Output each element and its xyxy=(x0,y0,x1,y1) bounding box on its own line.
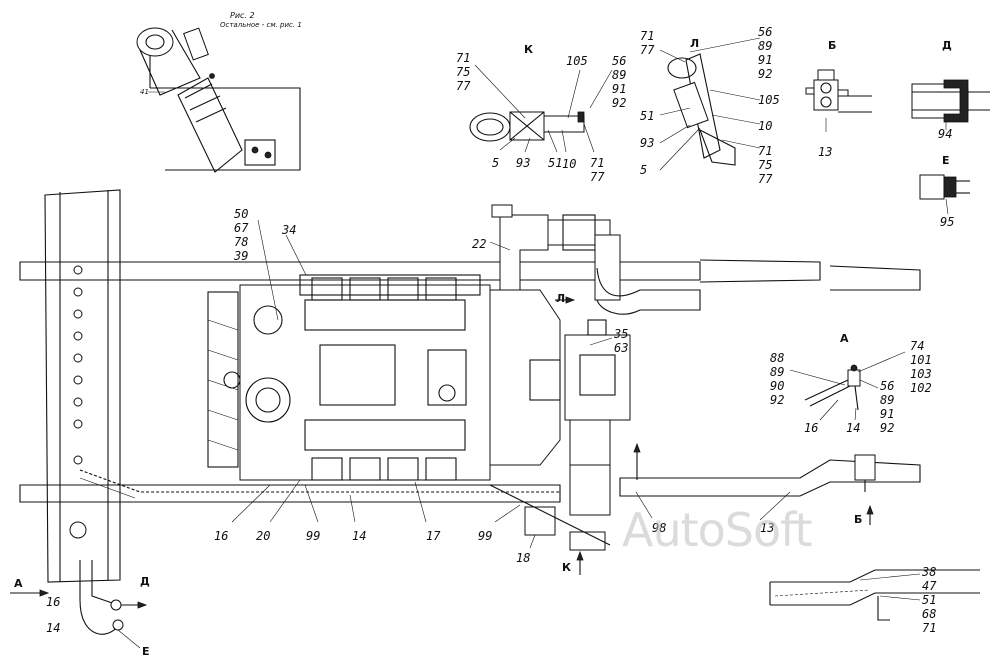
callout-label: 47 xyxy=(922,579,937,593)
callout-label: 95 xyxy=(940,215,955,229)
arrow-letter-k: К xyxy=(562,561,571,574)
callout-label: 18 xyxy=(516,551,531,565)
callout-label: 77 xyxy=(758,172,773,186)
letter-e: Е xyxy=(142,645,150,658)
callout-label: 16 xyxy=(46,595,61,609)
callout-label: 92 xyxy=(770,393,785,407)
callout-label: 71 xyxy=(640,29,655,43)
callout-label: 17 xyxy=(426,529,441,543)
callout-label: 71 xyxy=(456,51,471,65)
callout-label: 63 xyxy=(614,341,629,355)
letter-d: Д xyxy=(140,575,150,588)
callout-label: 88 xyxy=(770,351,785,365)
figure2-inset xyxy=(136,27,301,173)
view-b-detail xyxy=(805,69,872,132)
callout-label: 77 xyxy=(456,79,471,93)
callout-label: 5 xyxy=(640,163,648,177)
callout-label: 98 xyxy=(652,521,667,535)
callout-label: 10 xyxy=(562,157,577,171)
callout-label: 14 xyxy=(46,621,61,635)
view-l-detail xyxy=(659,37,761,171)
view-a-detail xyxy=(789,351,906,421)
callout-label: 90 xyxy=(770,379,785,393)
view-letter-d: Д xyxy=(942,39,952,52)
callout-label: 71 xyxy=(922,621,937,635)
chassis-main xyxy=(19,189,921,583)
callout-label: 71 xyxy=(590,156,605,170)
callout-label: 22 xyxy=(472,237,487,251)
callout-label: 51 xyxy=(640,109,655,123)
bumper-holes xyxy=(69,265,87,539)
callout-label: 14 xyxy=(352,529,367,543)
callout-label: 89 xyxy=(880,393,895,407)
callout-label: 13 xyxy=(760,521,775,535)
callout-label: 89 xyxy=(770,365,785,379)
callout-label: 77 xyxy=(640,43,655,57)
callout-label: 16 xyxy=(214,529,229,543)
callout-label: 99 xyxy=(478,529,493,543)
callout-label: 5 xyxy=(492,156,500,170)
view-letter-b: Б xyxy=(828,39,837,52)
callout-label: 94 xyxy=(938,127,953,141)
callout-label: 105 xyxy=(758,93,780,107)
callout-label: 91 xyxy=(612,82,627,96)
callout-label: 50 xyxy=(234,207,249,221)
callout-label: 51 xyxy=(922,593,937,607)
figure2-title: Рис. 2 xyxy=(230,11,255,20)
callout-label: 38 xyxy=(922,565,937,579)
callout-label: 51 xyxy=(548,156,563,170)
view-d-detail xyxy=(911,79,990,130)
callout-label: 91 xyxy=(880,407,895,421)
bottom-right-detail xyxy=(769,569,980,621)
view-letter-e: Е xyxy=(942,154,950,167)
figure2-label-41: 41 xyxy=(140,88,149,96)
callout-label: 105 xyxy=(566,54,588,68)
arrow-letter-b: Б xyxy=(854,513,863,526)
callout-label: 13 xyxy=(818,145,833,159)
view-e-detail xyxy=(919,174,970,215)
callout-label: 78 xyxy=(234,235,249,249)
view-k-detail xyxy=(469,64,613,153)
callout-label: 34 xyxy=(282,223,297,237)
watermark: AutoSoft xyxy=(622,503,813,557)
callout-label: 89 xyxy=(612,68,627,82)
callout-label: 103 xyxy=(910,367,932,381)
callout-label: 92 xyxy=(612,96,627,110)
callout-label: 89 xyxy=(758,39,773,53)
callout-label: 75 xyxy=(758,158,773,172)
callout-label: 35 xyxy=(614,327,629,341)
callout-label: 68 xyxy=(922,607,937,621)
callout-label: 93 xyxy=(516,156,531,170)
callout-label: 101 xyxy=(910,353,932,367)
callout-label: 92 xyxy=(758,67,773,81)
callout-label: 91 xyxy=(758,53,773,67)
callout-label: 56 xyxy=(758,25,773,39)
callout-label: 102 xyxy=(910,381,932,395)
view-letter-k: К xyxy=(524,43,533,56)
callout-label: 99 xyxy=(306,529,321,543)
callout-label: 71 xyxy=(758,144,773,158)
callout-label: 67 xyxy=(234,221,249,235)
callout-label: 56 xyxy=(612,54,627,68)
callout-label: 10 xyxy=(758,119,773,133)
view-letter-a: А xyxy=(840,332,849,345)
callout-label: 39 xyxy=(234,249,249,263)
view-letter-l: Л xyxy=(690,37,700,50)
callout-label: 14 xyxy=(846,421,861,435)
arrow-letter-l: Л xyxy=(556,292,566,305)
callout-label: 75 xyxy=(456,65,471,79)
arrow-letter-a: А xyxy=(14,577,23,590)
callout-label: 16 xyxy=(804,421,819,435)
callout-label: 92 xyxy=(880,421,895,435)
callout-label: 56 xyxy=(880,379,895,393)
callout-label: 20 xyxy=(256,529,271,543)
callout-label: 93 xyxy=(640,136,655,150)
callout-label: 77 xyxy=(590,170,605,184)
callout-label: 74 xyxy=(910,339,925,353)
figure2-subtitle: Остальное - см. рис. 1 xyxy=(220,21,302,29)
bottom-left-detail xyxy=(10,560,148,649)
